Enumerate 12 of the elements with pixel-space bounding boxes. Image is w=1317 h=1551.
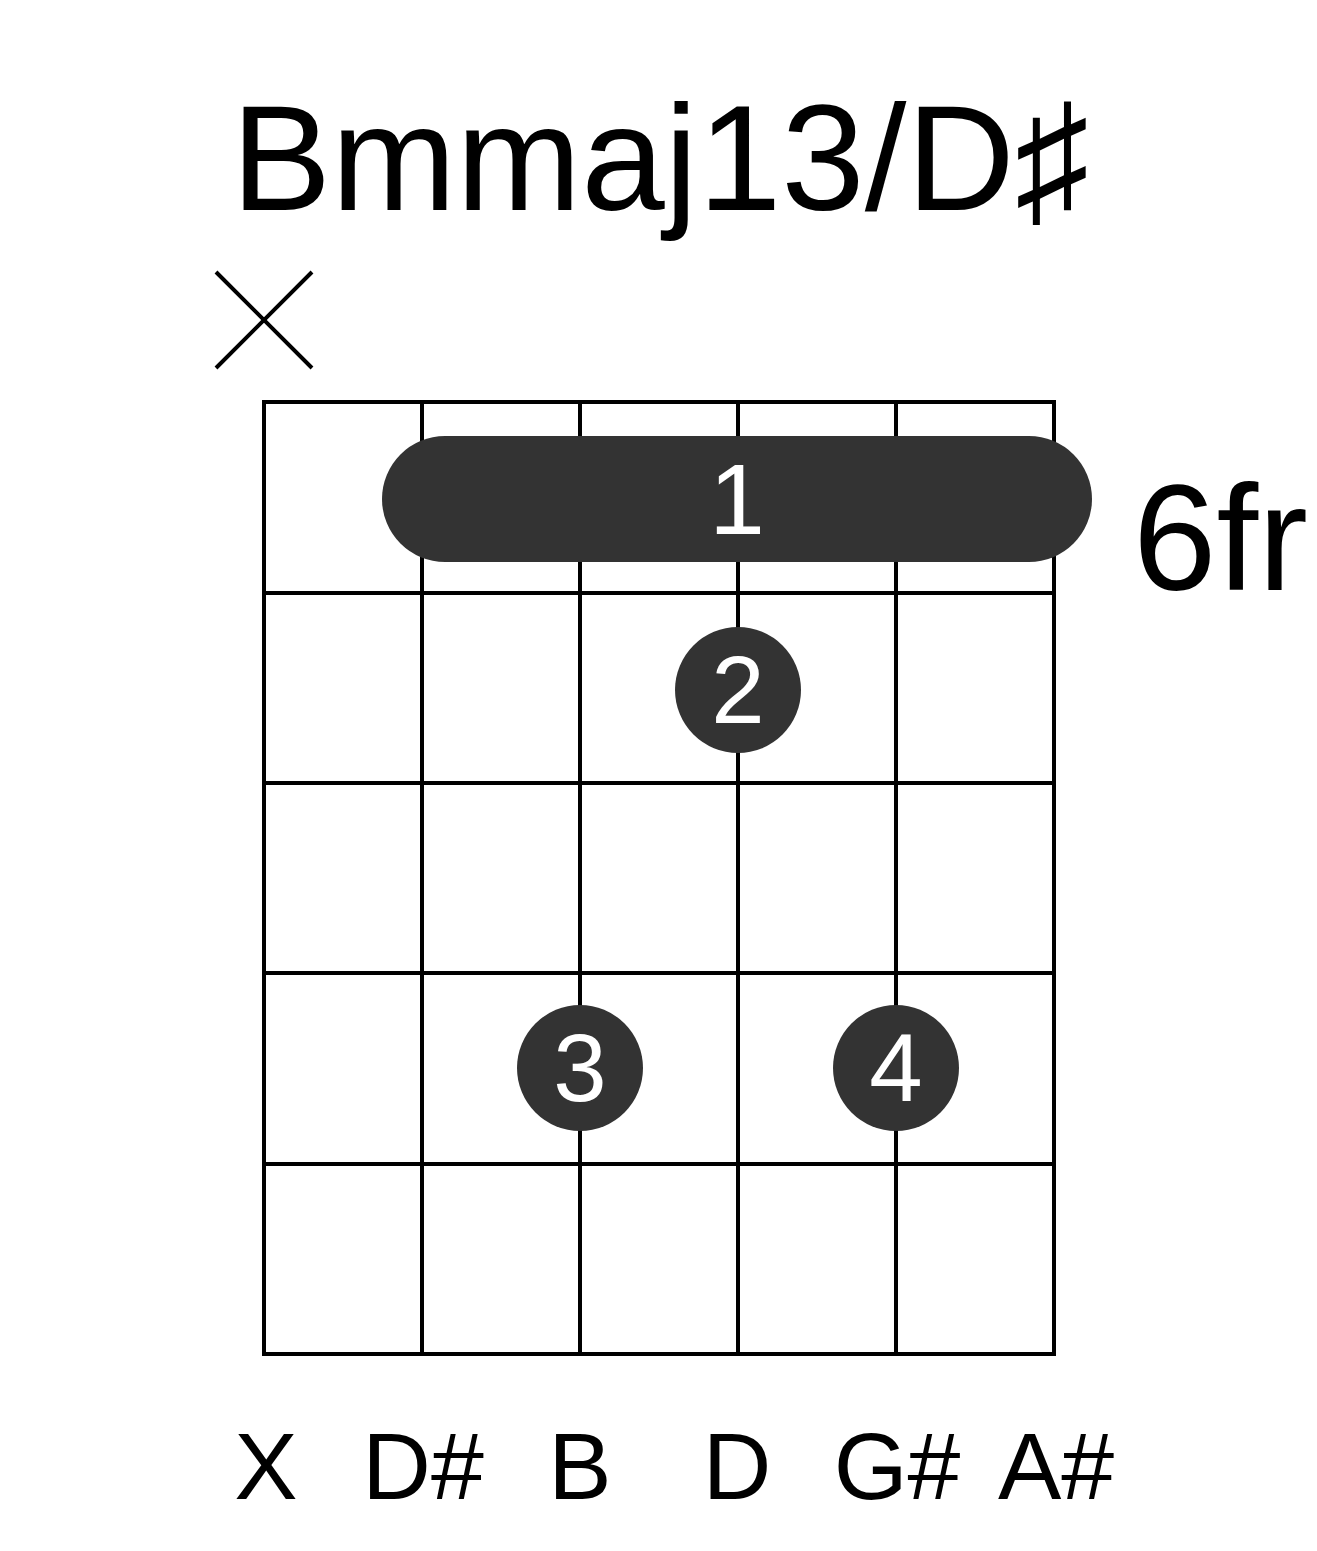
- note-name: X: [234, 1412, 298, 1521]
- chord-title: Bmmaj13/D♯: [230, 73, 1091, 244]
- fret-number: 6fr: [1133, 453, 1309, 624]
- note-name: D#: [362, 1412, 484, 1521]
- note-name: B: [548, 1412, 612, 1521]
- finger-dot: 4: [833, 1005, 959, 1131]
- finger-dot: 2: [675, 627, 801, 753]
- note-name: A#: [997, 1412, 1115, 1521]
- barre-marker: 1: [382, 436, 1092, 562]
- note-name: D: [702, 1412, 772, 1521]
- finger-dot: 3: [517, 1005, 643, 1131]
- note-name: G#: [833, 1412, 961, 1521]
